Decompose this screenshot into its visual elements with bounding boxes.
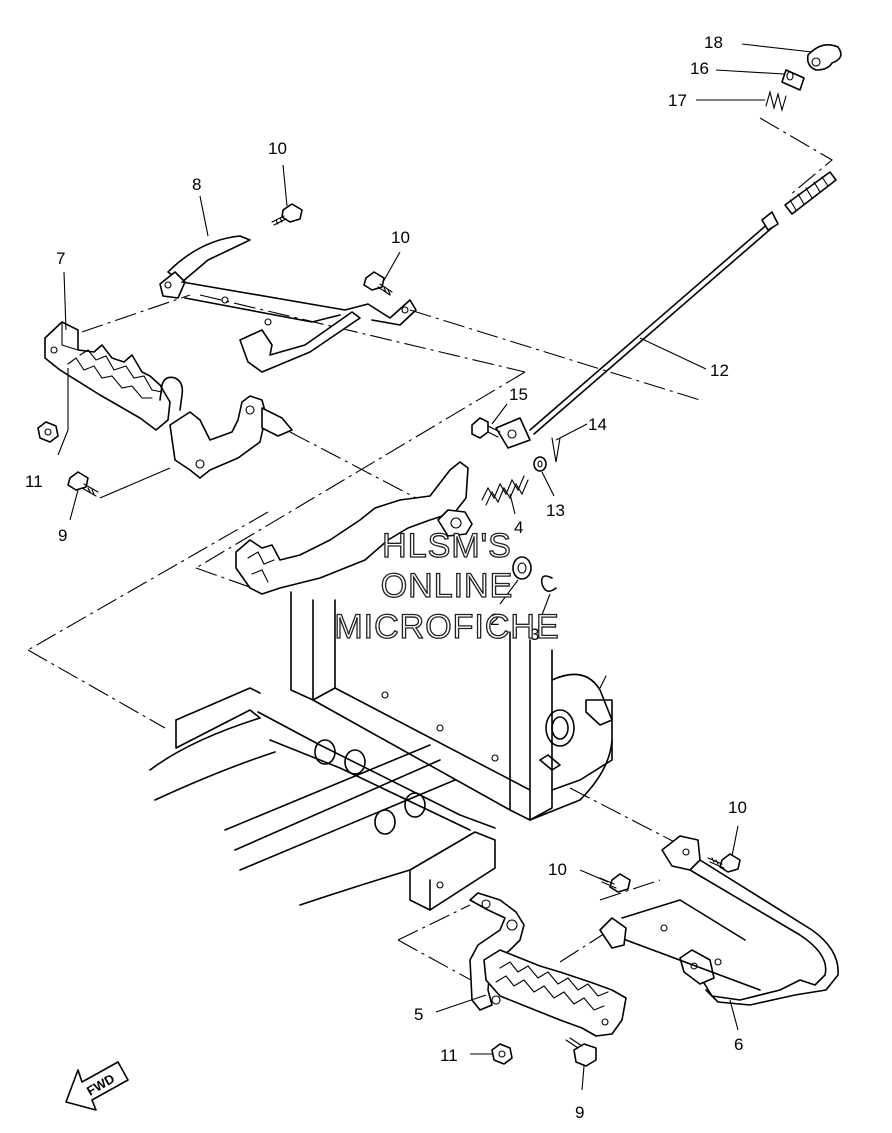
callout-4: 4	[514, 518, 523, 537]
callout-11: 11	[25, 472, 43, 491]
callout-3: 3	[530, 625, 539, 644]
left-footrest	[44, 321, 184, 431]
left-footrest-bracket	[159, 235, 417, 373]
bolt-icon	[271, 203, 303, 226]
frame-structure	[149, 591, 613, 911]
callout-10: 10	[548, 860, 567, 879]
pin-bolt-icon	[471, 417, 501, 439]
watermark-line-2: ONLINE	[381, 567, 514, 605]
callout-10: 10	[391, 228, 410, 247]
bolt-icon	[707, 853, 741, 873]
bolt-icon	[599, 873, 631, 893]
callout-16: 16	[690, 59, 709, 78]
bolt-icon	[67, 471, 99, 497]
callout-numbers: 18 16 17 10 8 10 7 12 15 14 11 9 13 4 2 …	[25, 33, 747, 1122]
callout-7: 7	[56, 249, 65, 268]
circlip-icon	[540, 575, 557, 592]
wing-nut-icon	[806, 44, 842, 71]
bolt-icon	[363, 271, 393, 296]
flange-nut-icon	[37, 421, 59, 443]
callout-15: 15	[509, 385, 528, 404]
return-spring-icon	[481, 475, 529, 506]
callout-10: 10	[728, 798, 747, 817]
bolt-icon	[565, 1037, 597, 1067]
flange-nut-icon	[491, 1043, 513, 1065]
callout-12: 12	[710, 361, 729, 380]
right-footrest	[469, 892, 627, 1037]
brake-pedal	[235, 461, 473, 595]
washer-icon	[533, 456, 547, 472]
alignment-lines	[27, 117, 833, 986]
callout-6: 6	[734, 1035, 743, 1054]
callout-18: 18	[704, 33, 723, 52]
small-spring-icon	[765, 89, 787, 113]
callout-17: 17	[668, 91, 687, 110]
callout-9: 9	[58, 526, 67, 545]
callout-8: 8	[192, 175, 201, 194]
watermark: HLSM'S ONLINE MICROFICHE	[334, 526, 560, 646]
watermark-line-3: MICROFICHE	[334, 608, 559, 646]
callout-5: 5	[414, 1005, 423, 1024]
right-footrest-bracket	[599, 835, 839, 1006]
cotter-pin-icon	[551, 437, 561, 463]
fwd-arrow-icon: FWD	[65, 1061, 129, 1111]
watermark-line-1: HLSM'S	[382, 527, 512, 565]
washer-icon	[512, 556, 532, 580]
callout-9: 9	[575, 1103, 584, 1122]
left-mount-plate	[169, 395, 293, 479]
callout-13: 13	[546, 501, 565, 520]
brake-cable	[495, 171, 837, 449]
callout-2: 2	[490, 610, 499, 629]
leader-lines	[57, 43, 813, 1091]
trunnion-icon	[781, 69, 805, 91]
callout-14: 14	[588, 415, 607, 434]
callout-11: 11	[440, 1046, 458, 1065]
callout-10: 10	[268, 139, 287, 158]
